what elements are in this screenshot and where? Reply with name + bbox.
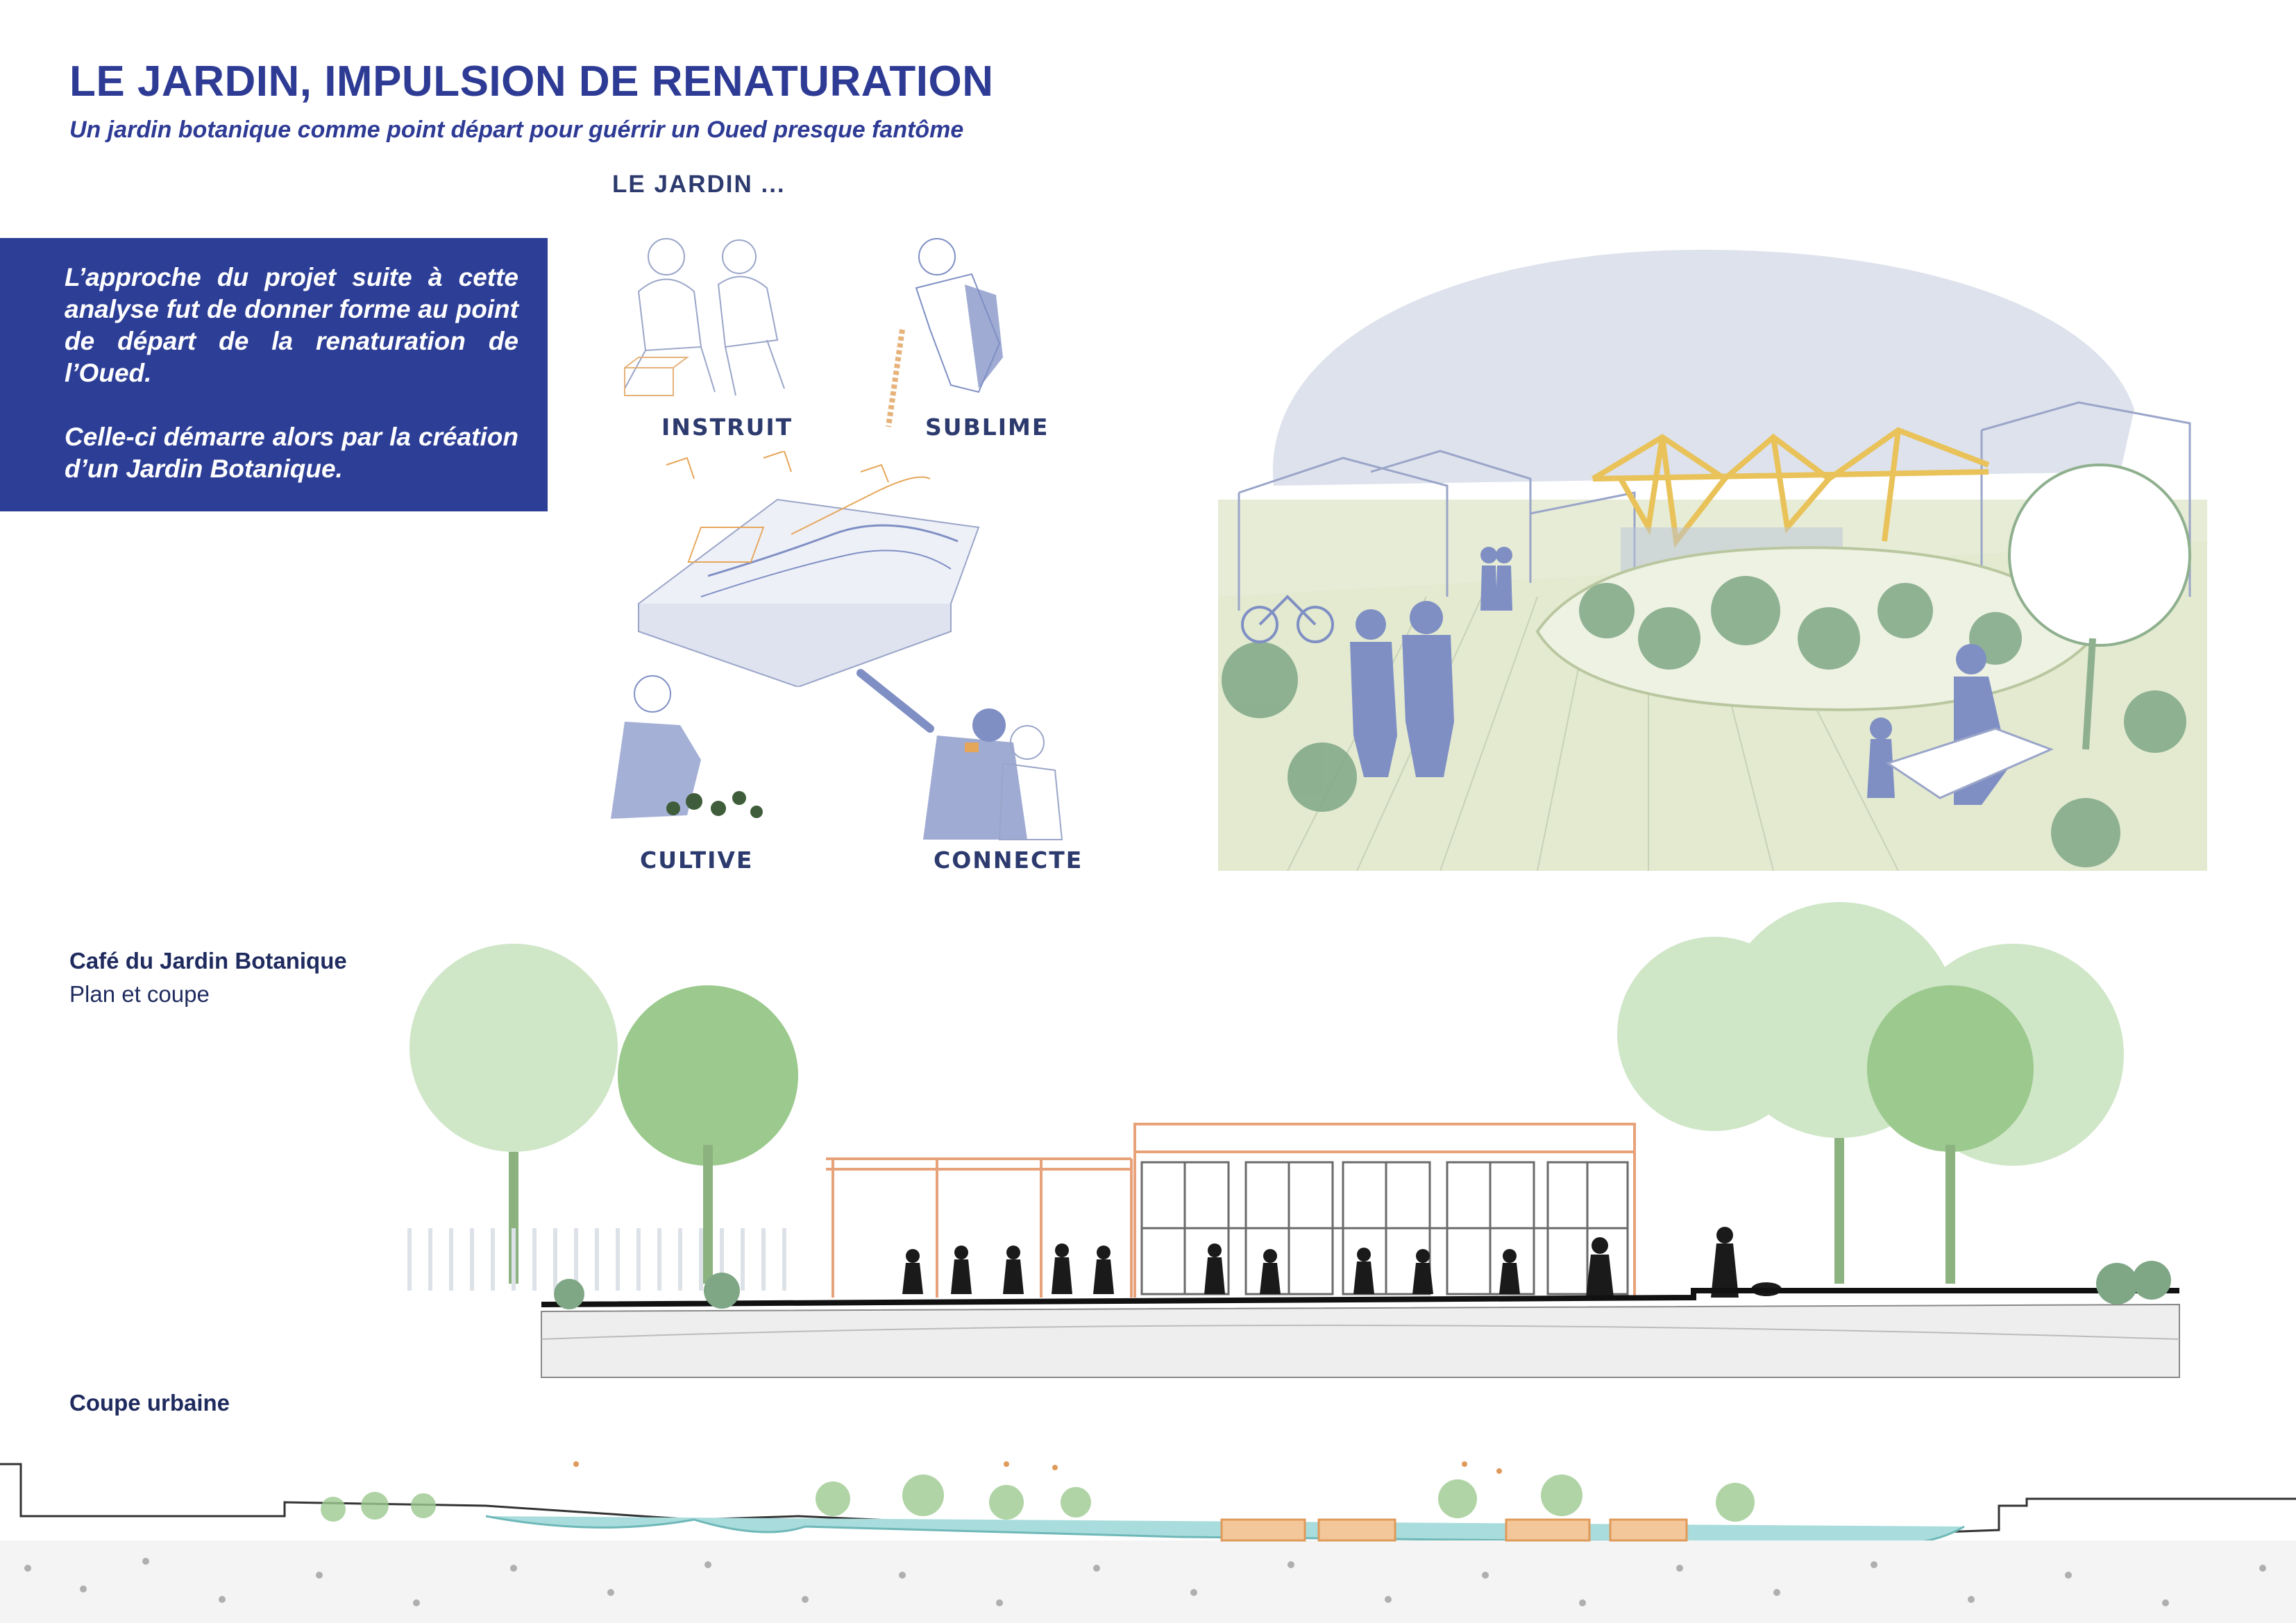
verb-sublime: SUBLIME (925, 414, 1049, 441)
page-title: LE JARDIN, IMPULSION DE RENATURATION (69, 58, 994, 105)
jardin-heading: LE JARDIN ... (612, 171, 786, 198)
intro-paragraph-2: Celle-ci démarre alors par la création d… (65, 423, 518, 483)
garden-perspective (1218, 250, 2207, 871)
page-subtitle: Un jardin botanique comme point départ p… (69, 117, 964, 143)
cafe-title: Café du Jardin Botanique (69, 948, 347, 974)
cafe-subtitle: Plan et coupe (69, 981, 210, 1007)
cultive-sketch (611, 675, 763, 819)
urban-section-drawing (0, 1461, 2296, 1623)
verb-cultive: CULTIVE (640, 847, 754, 874)
verb-instruit: INSTRUIT (661, 414, 793, 441)
sublime-sketch (886, 238, 1003, 427)
connecte-sketch (856, 669, 1063, 840)
intro-paragraph-1: L’approche du projet suite à cette analy… (65, 263, 518, 387)
cafe-section-drawing (407, 902, 2180, 1378)
verb-connecte: CONNECTE (934, 847, 1083, 874)
intro-panel: L’approche du projet suite à cette analy… (0, 238, 548, 511)
terrain-axonometric (637, 451, 980, 687)
instruit-sketch (624, 238, 785, 396)
coupe-title: Coupe urbaine (69, 1390, 230, 1416)
